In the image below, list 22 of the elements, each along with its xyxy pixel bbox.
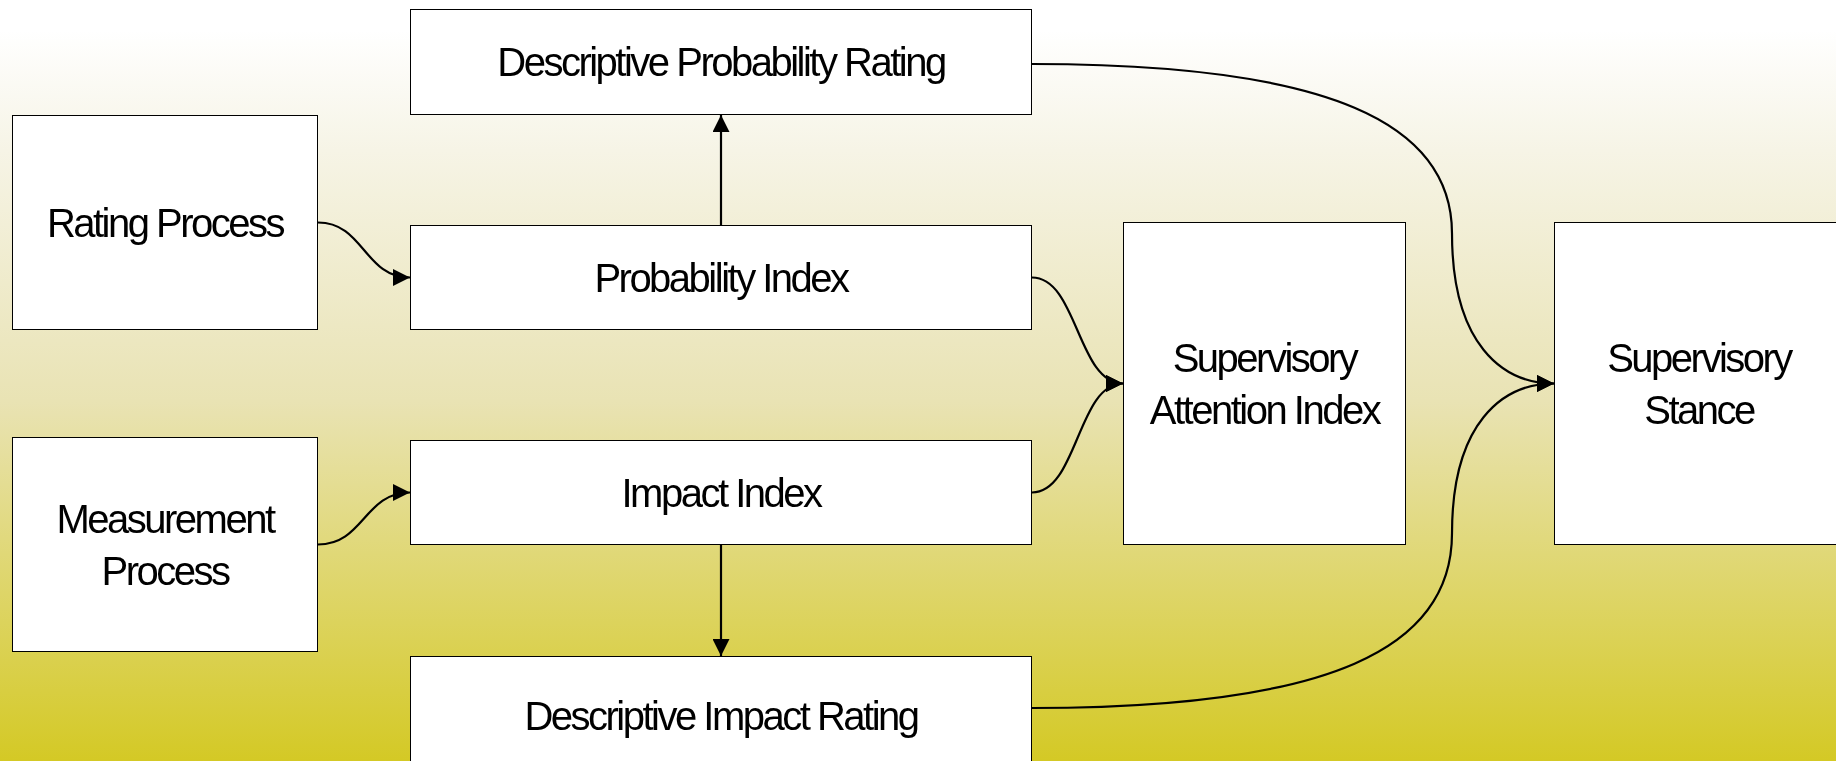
process-box xyxy=(1554,222,1836,545)
box-label: Measurement Process xyxy=(55,495,276,595)
box-label: Supervisory Stance xyxy=(1606,334,1793,434)
arrow xyxy=(317,485,411,546)
box-label: Descriptive Impact Rating xyxy=(524,693,918,740)
process-box xyxy=(410,440,1032,545)
box-label: Impact Index xyxy=(621,469,821,517)
arrow xyxy=(1031,378,1124,494)
box-label: Rating Process xyxy=(46,199,284,247)
process-box xyxy=(410,656,1032,761)
process-box xyxy=(410,9,1032,115)
box-label: Descriptive Probability Rating xyxy=(497,39,945,86)
arrow xyxy=(1032,376,1555,710)
arrow xyxy=(712,115,730,225)
process-box xyxy=(1123,222,1406,545)
process-box xyxy=(12,115,318,330)
box-label: Probability Index xyxy=(594,254,848,302)
arrow xyxy=(712,545,730,656)
process-box xyxy=(410,225,1032,330)
arrow xyxy=(317,221,411,285)
process-box xyxy=(12,437,318,652)
box-label: Supervisory Attention Index xyxy=(1148,334,1381,434)
